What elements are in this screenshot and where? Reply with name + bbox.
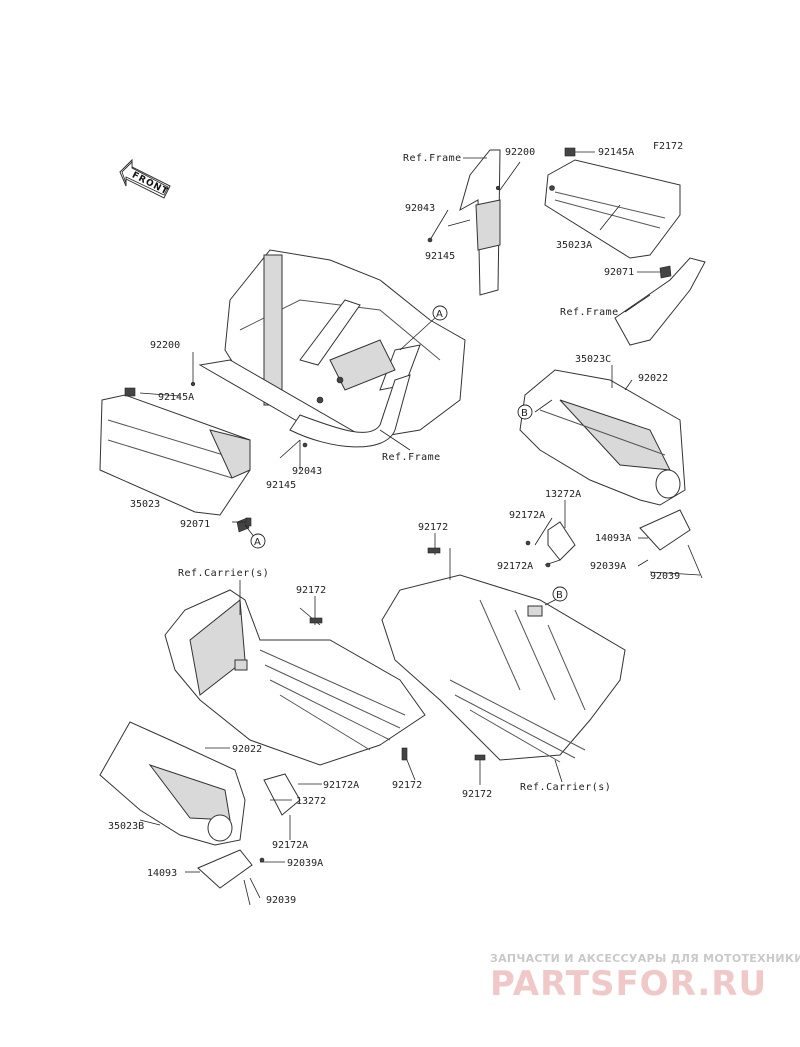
label-35023: 35023 [130, 499, 160, 510]
label-92071-left: 92071 [180, 519, 210, 530]
label-92145-top: 92145 [425, 251, 455, 262]
label-92039-right: 92039 [650, 571, 680, 582]
cargo-bed-left [164, 589, 426, 766]
label-92172-upper-left: 92172 [296, 585, 326, 596]
marker-a-upper: A [432, 305, 448, 321]
fender-35023C [519, 369, 691, 561]
ref-frame-right: Ref.Frame [560, 307, 619, 318]
label-92039A-left: 92039A [287, 858, 323, 869]
watermark-brand: PARTSFOR.RU [490, 964, 767, 1004]
label-92172A-right-top: 92172A [509, 510, 545, 521]
label-92172-lower-center: 92172 [392, 780, 422, 791]
ref-frame-center: Ref.Frame [382, 452, 441, 463]
label-92200-left: 92200 [150, 340, 180, 351]
fender-35023B [99, 721, 301, 889]
label-92039-left: 92039 [266, 895, 296, 906]
svg-text:B: B [556, 590, 563, 601]
label-14093: 14093 [147, 868, 177, 879]
label-35023B: 35023B [108, 821, 144, 832]
ref-carrier-left: Ref.Carrier(s) [178, 568, 269, 579]
figure-code: F2172 [653, 141, 683, 152]
label-13272A: 13272A [545, 489, 581, 500]
svg-text:A: A [436, 309, 443, 320]
ref-frame-top: Ref.Frame [403, 153, 462, 164]
side-cover-35023 [99, 387, 251, 533]
label-92172A-right-bottom: 92172A [497, 561, 533, 572]
label-92022-right: 92022 [638, 373, 668, 384]
svg-text:A: A [254, 537, 261, 548]
front-arrow-icon [119, 158, 171, 199]
label-92172A-left-top: 92172A [323, 780, 359, 791]
label-92145A-left: 92145A [158, 392, 194, 403]
label-92043-top: 92043 [405, 203, 435, 214]
label-92172A-left-bottom: 92172A [272, 840, 308, 851]
leader-lines [139, 151, 701, 899]
label-92071-top: 92071 [604, 267, 634, 278]
label-35023C: 35023C [575, 354, 611, 365]
label-14093A: 14093A [595, 533, 631, 544]
label-13272: 13272 [296, 796, 326, 807]
label-92172-upper-right: 92172 [418, 522, 448, 533]
hardware-fasteners [190, 185, 703, 906]
label-92200-top: 92200 [505, 147, 535, 158]
label-92039A-right: 92039A [590, 561, 626, 572]
label-35023A: 35023A [556, 240, 592, 251]
cargo-bed-right [381, 574, 626, 763]
marker-b-lower: B [552, 586, 568, 602]
side-cover-35023A [459, 147, 706, 346]
svg-text:B: B [521, 408, 528, 419]
frame-assembly [198, 249, 466, 448]
marker-b-upper: B [517, 404, 533, 420]
label-92172-lower-right: 92172 [462, 789, 492, 800]
watermark-tagline: ЗАПЧАСТИ И АКСЕССУАРЫ ДЛЯ МОТОТЕХНИКИ [490, 952, 800, 965]
label-92145-center: 92145 [266, 480, 296, 491]
label-92043-center: 92043 [292, 466, 322, 477]
marker-a-lower: A [250, 533, 266, 549]
label-92145A-top: 92145A [598, 147, 634, 158]
ref-carrier-right: Ref.Carrier(s) [520, 782, 611, 793]
label-92022-left: 92022 [232, 744, 262, 755]
